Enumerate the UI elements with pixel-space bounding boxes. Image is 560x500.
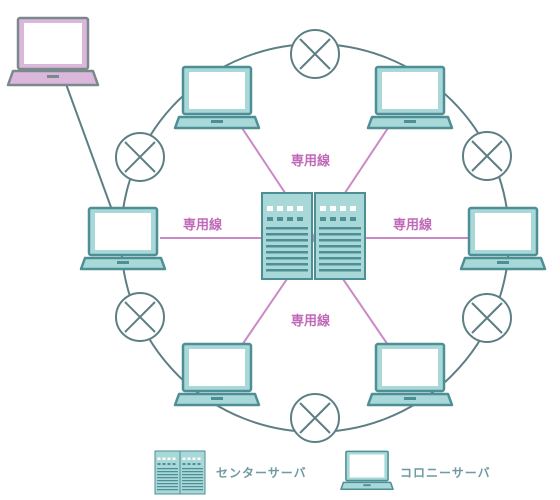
router-cross-icon [290,393,340,443]
router-cross-icon [115,132,165,182]
router-cross-icon [462,131,512,181]
legend-colony-server-label: コロニーサーバ [400,466,491,480]
router-cross-icon [115,292,165,342]
laptop-icon [173,342,261,407]
external-laptop-icon [6,16,100,87]
legend-center-server-label: センターサーバ [216,466,307,480]
dedicated-line-label-top: 専用線 [291,154,331,169]
laptop-icon [459,206,547,271]
router-cross-icon [462,293,512,343]
laptop-icon [366,342,454,407]
laptop-icon [173,65,261,130]
external-link [65,83,113,211]
dedicated-line-label-left: 専用線 [183,218,223,233]
legend-laptop-icon [340,450,394,490]
laptop-icon [79,206,167,271]
laptop-icon [366,65,454,130]
dedicated-line-label-right: 専用線 [393,218,433,233]
dedicated-line-label-bottom: 専用線 [291,314,331,329]
legend-server-icon [154,450,206,495]
router-cross-icon [290,29,340,79]
